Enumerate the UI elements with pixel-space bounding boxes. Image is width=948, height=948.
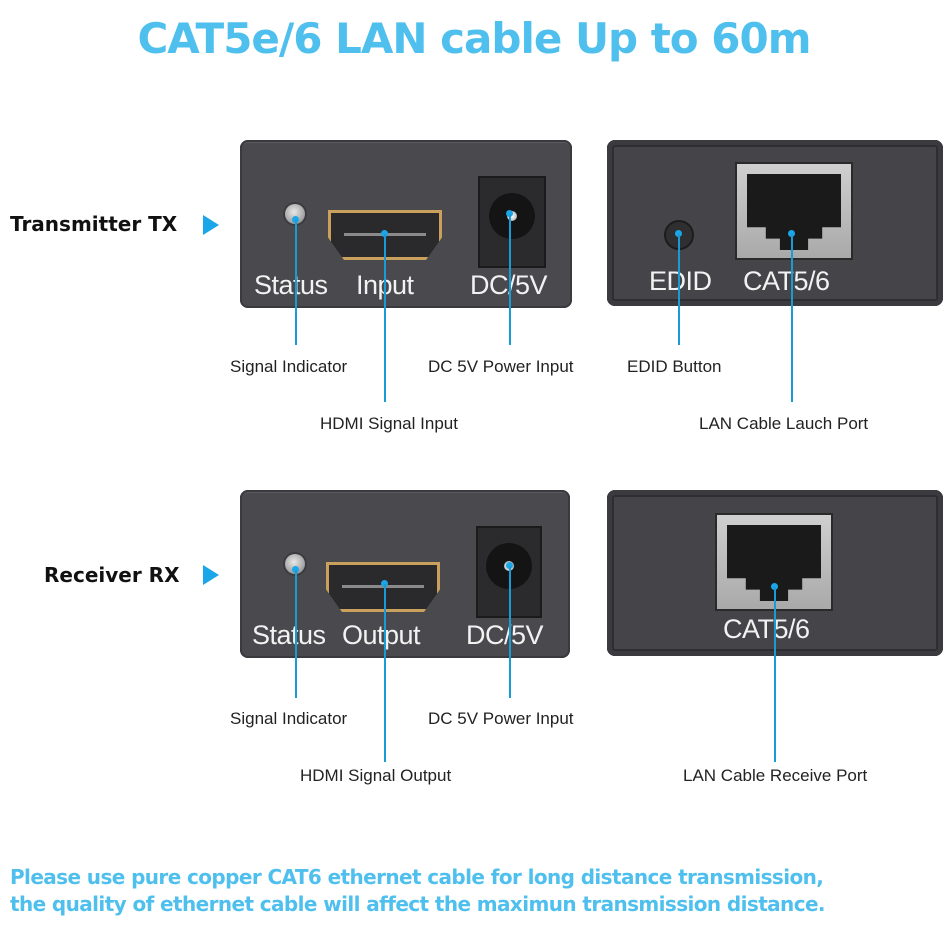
- hdmi-port-icon: [326, 562, 440, 612]
- callout-line: [791, 234, 793, 402]
- status-led-icon: [285, 204, 305, 224]
- note-line-2: the quality of ethernet cable will affec…: [10, 892, 826, 916]
- edid-text: EDID: [649, 266, 712, 296]
- status-text: Status: [254, 270, 328, 300]
- callout-dot: [381, 580, 388, 587]
- callout-line: [384, 584, 386, 762]
- dc5v-text: DC/5V: [470, 270, 548, 301]
- callout-dot: [788, 230, 795, 237]
- dc-power-input-label: DC 5V Power Input: [428, 357, 574, 376]
- cat56-text: CAT5/6: [743, 266, 830, 296]
- note-line-1: Please use pure copper CAT6 ethernet cab…: [10, 865, 824, 889]
- tx-rear-panel: EDID CAT5/6: [607, 140, 943, 306]
- callout-line: [384, 234, 386, 402]
- signal-indicator-label: Signal Indicator: [230, 709, 348, 728]
- status-led-icon: [285, 554, 305, 574]
- dc-jack-icon: [478, 176, 546, 268]
- callout-line: [509, 566, 511, 698]
- dc5v-text: DC/5V: [466, 620, 544, 650]
- receiver-label: Receiver RX: [44, 563, 180, 587]
- callout-dot: [292, 216, 299, 223]
- callout-dot: [292, 566, 299, 573]
- callout-line: [509, 214, 511, 345]
- callout-dot: [506, 562, 513, 569]
- callout-line: [295, 220, 297, 345]
- signal-indicator-label: Signal Indicator: [230, 357, 348, 376]
- output-text: Output: [342, 620, 421, 650]
- lan-cable-launch-port-label: LAN Cable Lauch Port: [699, 414, 869, 433]
- status-text: Status: [252, 620, 326, 650]
- callout-dot: [771, 583, 778, 590]
- rx-front-panel: Status Output DC/5V: [240, 490, 570, 658]
- callout-dot: [381, 230, 388, 237]
- arrow-right-icon: [203, 565, 219, 585]
- hdmi-signal-input-label: HDMI Signal Input: [320, 414, 458, 433]
- edid-button-label: EDID Button: [627, 357, 722, 376]
- tx-front-panel: Status Input DC/5V: [240, 140, 572, 308]
- lan-cable-receive-port-label: LAN Cable Receive Port: [683, 766, 868, 785]
- callout-line: [774, 587, 776, 762]
- rj45-port-icon: [735, 162, 853, 260]
- callout-line: [295, 570, 297, 698]
- cat56-text: CAT5/6: [723, 614, 810, 644]
- hdmi-signal-output-label: HDMI Signal Output: [300, 766, 452, 785]
- callout-dot: [506, 210, 513, 217]
- callout-dot: [675, 230, 682, 237]
- arrow-right-icon: [203, 215, 219, 235]
- dc-power-input-label: DC 5V Power Input: [428, 709, 574, 728]
- transmitter-label: Transmitter TX: [10, 212, 178, 236]
- callout-line: [678, 234, 680, 345]
- page-title: CAT5e/6 LAN cable Up to 60m: [137, 14, 811, 63]
